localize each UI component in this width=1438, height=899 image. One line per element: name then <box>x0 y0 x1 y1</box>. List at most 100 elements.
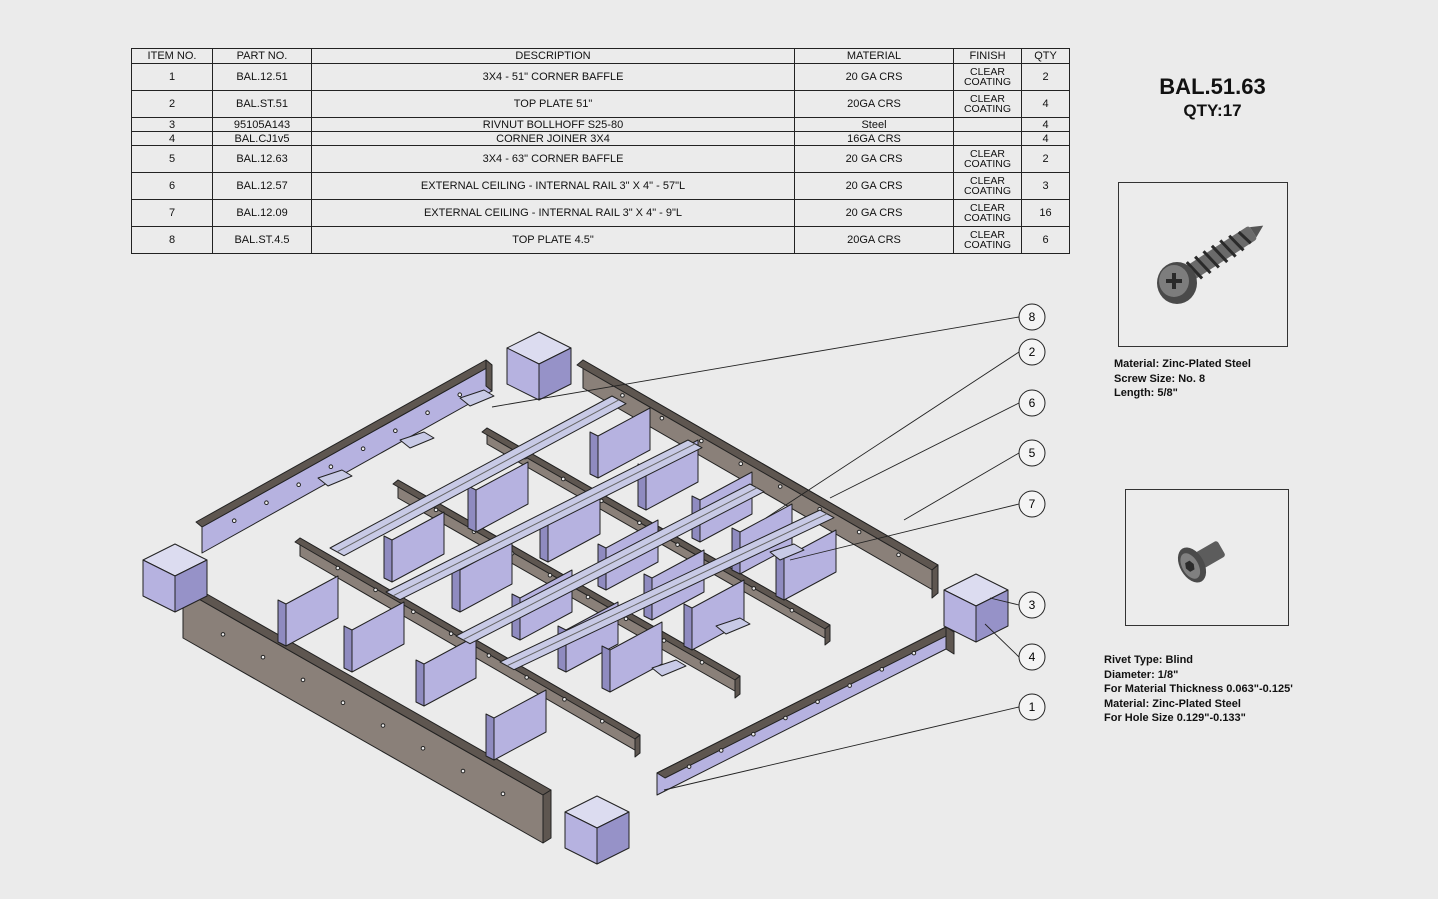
callout-number: 4 <box>1029 650 1036 664</box>
bom-cell-item: 3 <box>131 117 213 132</box>
rail-hole <box>220 632 226 637</box>
top-plate-slot <box>336 399 620 553</box>
short-baffle-side <box>683 603 693 651</box>
short-baffle-side <box>383 535 393 583</box>
leader-line <box>829 402 1020 499</box>
bom-cell-qty: 3 <box>1021 172 1070 200</box>
short-baffle-side <box>467 485 477 533</box>
bom-finish-line: CLEAR <box>969 229 1005 241</box>
rail-hole <box>751 731 756 737</box>
screw-illustration <box>1157 225 1264 304</box>
top-plate-slot <box>392 443 696 597</box>
bom-cell-material: 20GA CRS <box>794 226 954 254</box>
rivet-spec-type: Rivet Type: Blind <box>1104 654 1194 666</box>
leader-line <box>765 351 1020 519</box>
rail-hole <box>562 697 567 702</box>
bom-cell-part: BAL.ST.4.5 <box>212 226 312 254</box>
bom-cell-qty: 4 <box>1021 90 1070 118</box>
bom-finish-line: COATING <box>963 239 1012 251</box>
callout-balloon <box>1018 591 1046 619</box>
bom-cell-desc: TOP PLATE 51" <box>311 90 795 118</box>
rail-hole <box>686 764 692 769</box>
bom-cell-material: 20GA CRS <box>794 90 954 118</box>
bom-cell-part: BAL.12.57 <box>212 172 312 200</box>
rail-hole <box>847 683 852 688</box>
short-baffle-side <box>415 659 425 707</box>
leader-line <box>789 503 1020 561</box>
bom-finish-line: CLEAR <box>969 175 1005 187</box>
screw-spec-material: Material: Zinc-Plated Steel <box>1114 358 1251 370</box>
bom-cell-material: 20 GA CRS <box>794 172 954 200</box>
rail-hole <box>411 609 416 615</box>
rail-hole <box>585 594 591 600</box>
corner-joiner-right <box>174 559 208 613</box>
callout-number: 5 <box>1029 446 1036 460</box>
rail-hole <box>448 631 454 636</box>
rail-hole <box>738 461 744 467</box>
outer-rail-front-left-end <box>542 789 552 844</box>
bom-cell-part: BAL.12.09 <box>212 199 312 227</box>
rail-hole <box>460 768 466 774</box>
rivet-spec-thickness: For Material Thickness 0.063"-0.125' <box>1104 683 1293 695</box>
callout-balloon <box>1018 490 1046 518</box>
bom-cell-qty: 4 <box>1021 117 1070 132</box>
bom-header-description: DESCRIPTION <box>311 48 795 64</box>
short-baffle-side <box>601 645 611 693</box>
internal-rail-b-end <box>734 675 741 699</box>
bom-finish-line: CLEAR <box>969 148 1005 160</box>
bom-finish-line: CLEAR <box>969 202 1005 214</box>
short-baffle <box>493 689 547 761</box>
bom-header-row: ITEM NO. PART NO. DESCRIPTION MATERIAL F… <box>131 48 1070 64</box>
rail-hole <box>420 745 426 751</box>
bom-finish-line: COATING <box>963 212 1012 224</box>
corner-joiner-right <box>596 811 630 865</box>
bom-cell-material: 20 GA CRS <box>794 145 954 173</box>
rail-hole <box>500 791 506 797</box>
leader-line <box>989 597 1020 606</box>
callout-balloon <box>1018 303 1046 331</box>
rail-hole <box>699 438 704 444</box>
rail-hole <box>879 667 885 672</box>
bom-finish-line: CLEAR <box>969 66 1005 78</box>
top-plate-4-5 <box>317 469 353 487</box>
bom-cell-qty: 6 <box>1021 226 1070 254</box>
callout-balloon <box>1018 693 1046 721</box>
bom-cell-material: Steel <box>794 117 954 132</box>
callout-number: 1 <box>1029 700 1036 714</box>
assembly-part-number: BAL.51.63 <box>1159 74 1266 99</box>
corner-joiner-right <box>538 347 572 401</box>
corner-baffle-right-end <box>945 626 955 655</box>
rail-hole <box>751 586 757 591</box>
rail-hole <box>425 410 430 416</box>
rail-hole <box>547 572 553 578</box>
rail-hole <box>260 654 266 660</box>
rivet-illustration <box>1177 541 1225 583</box>
bom-cell-item: 8 <box>131 226 213 254</box>
short-baffle-side <box>277 599 287 647</box>
callout-number: 7 <box>1029 497 1036 511</box>
rail-hole <box>896 552 901 558</box>
callout-number: 6 <box>1029 396 1036 410</box>
rail-hole <box>457 392 463 398</box>
bom-finish-line: COATING <box>963 158 1012 170</box>
bom-header-finish: FINISH <box>953 48 1022 64</box>
bom-cell-finish <box>953 131 1022 146</box>
callout-balloon <box>1018 439 1046 467</box>
rail-hole <box>911 650 917 656</box>
corner-baffle-left-end <box>485 359 493 392</box>
rail-hole <box>815 699 820 705</box>
rail-hole <box>296 482 301 488</box>
short-baffle-side <box>485 713 495 761</box>
bom-cell-item: 1 <box>131 63 213 91</box>
callout-balloon <box>1018 643 1046 671</box>
short-baffle <box>423 635 477 707</box>
